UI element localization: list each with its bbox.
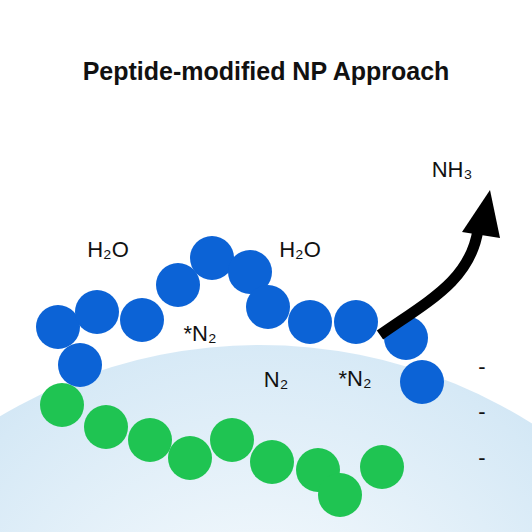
arrowhead bbox=[462, 190, 500, 238]
charge-sign: - bbox=[478, 446, 485, 470]
charge-sign: - bbox=[478, 400, 485, 424]
blue-peptide bbox=[36, 236, 444, 404]
molecule-label: H₂O bbox=[87, 238, 129, 262]
molecule-label: H₂O bbox=[279, 238, 321, 262]
product-label: NH₃ bbox=[432, 158, 473, 182]
green-peptide bbox=[40, 383, 404, 517]
adsorbed-label: *N₂ bbox=[339, 367, 372, 391]
release-arrow bbox=[380, 230, 478, 335]
charge-sign: - bbox=[478, 355, 485, 379]
adsorbed-label: *N₂ bbox=[184, 322, 217, 346]
molecule-label: N₂ bbox=[264, 368, 288, 392]
title: Peptide-modified NP Approach bbox=[83, 58, 450, 86]
